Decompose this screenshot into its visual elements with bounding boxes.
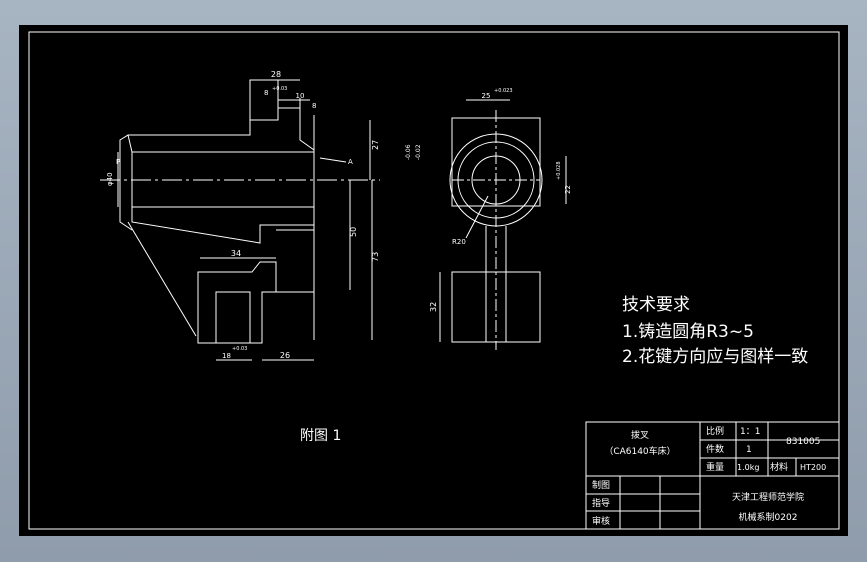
qty-value: 1 <box>746 445 752 455</box>
mark-a: A <box>348 158 353 166</box>
dim-32: 32 <box>429 302 438 312</box>
section-view: 28 10 8 +0.03 8 27 50 73 34 26 18 +0.03 … <box>100 70 380 361</box>
dim-phi40: φ40 <box>106 172 114 186</box>
dim-side2: -0.02 <box>415 144 422 160</box>
dim-8-fit: 8 <box>264 89 268 97</box>
weight-value: 1.0kg <box>737 463 759 472</box>
dim-25: 25 <box>482 92 491 100</box>
weight-label: 重量 <box>706 461 724 473</box>
drawing-border <box>28 31 840 530</box>
dim-side1: -0.06 <box>405 144 412 160</box>
figure-label: 附图 1 <box>300 428 341 444</box>
tech-title: 技术要求 <box>622 295 690 315</box>
dim-50: 50 <box>349 227 358 237</box>
material-value: HT200 <box>800 463 826 472</box>
part-name: 拨叉 <box>631 429 649 441</box>
tech-item-1: 1.铸造圆角R3~5 <box>622 322 754 342</box>
review-label: 审核 <box>592 515 610 527</box>
dim-18-tol: +0.03 <box>232 346 247 352</box>
school-name: 天津工程师范学院 <box>732 491 804 503</box>
tech-requirements: 技术要求 1.铸造圆角R3~5 2.花键方向应与图样一致 <box>622 295 808 367</box>
mark-p: P <box>116 158 120 166</box>
dim-22-tol: +0.028 <box>556 161 562 180</box>
material-label: 材料 <box>770 461 788 473</box>
drawing-number: 831005 <box>786 437 820 447</box>
dim-10: 10 <box>296 92 305 100</box>
tech-item-2: 2.花键方向应与图样一致 <box>622 347 808 367</box>
dim-22: 22 <box>564 185 572 194</box>
draw-label: 制图 <box>592 479 610 491</box>
side-view: 25 +0.023 22 +0.028 -0.06 -0.02 32 R20 <box>405 88 572 350</box>
dim-25-tol: +0.023 <box>494 88 513 94</box>
dim-28: 28 <box>271 70 281 79</box>
class-name: 机械系制0202 <box>739 511 798 523</box>
title-block: 拨叉 （CA6140车床） 比例 1：1 件数 1 重量 1.0kg 材料 HT… <box>585 421 840 530</box>
part-sub: （CA6140车床） <box>604 445 675 457</box>
guide-label: 指导 <box>592 497 610 509</box>
qty-label: 件数 <box>706 443 724 455</box>
dim-26: 26 <box>280 351 290 360</box>
drawing-sheet: 28 10 8 +0.03 8 27 50 73 34 26 18 +0.03 … <box>28 31 840 530</box>
scale-label: 比例 <box>706 425 724 437</box>
dim-34: 34 <box>231 249 241 258</box>
dim-8: 8 <box>312 102 316 110</box>
cad-viewport[interactable]: 28 10 8 +0.03 8 27 50 73 34 26 18 +0.03 … <box>19 25 848 536</box>
dim-27: 27 <box>371 140 380 150</box>
dim-8-tol: +0.03 <box>272 86 287 92</box>
dim-r20: R20 <box>452 238 466 246</box>
dim-73: 73 <box>371 252 380 262</box>
scale-value: 1：1 <box>740 427 760 437</box>
dim-18: 18 <box>222 352 231 360</box>
